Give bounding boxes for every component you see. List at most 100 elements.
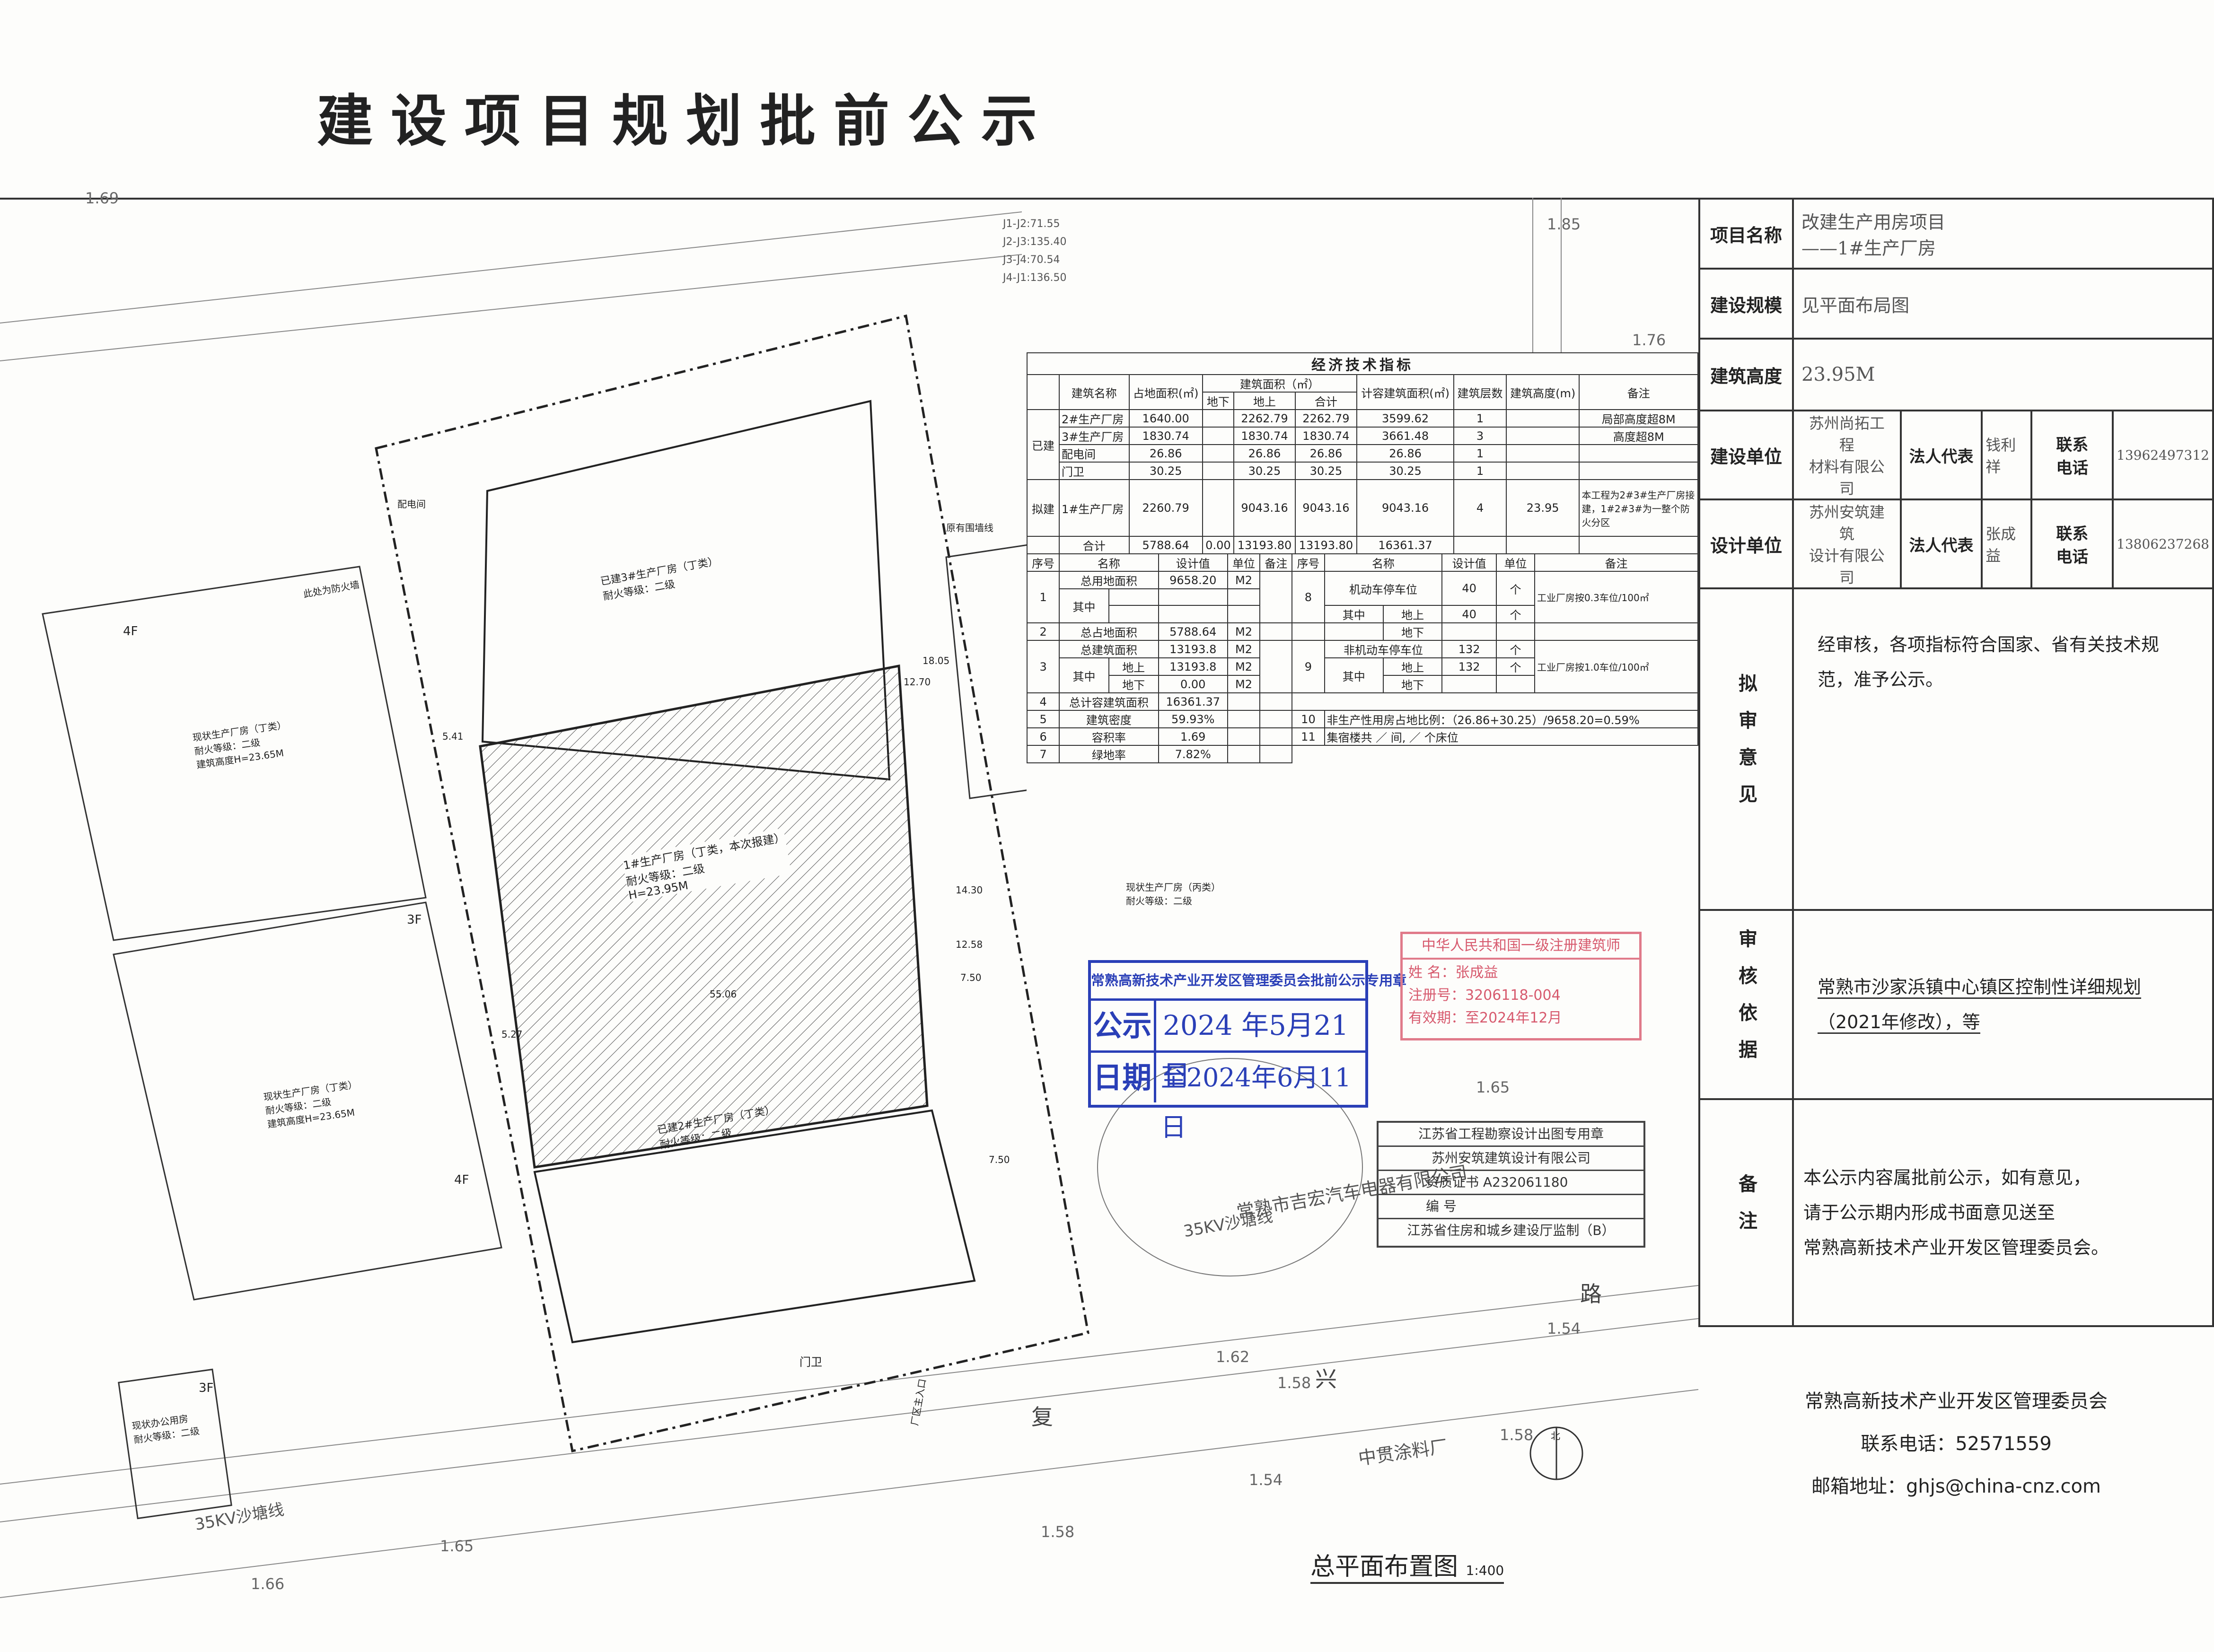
table-cell: 5788.64	[1158, 622, 1228, 641]
label-north: 北	[1551, 1430, 1560, 1442]
table-cell: 建筑名称	[1059, 374, 1130, 410]
table-row: 备注 本公示内容属批前公示，如有意见， 请于公示期内形成书面意见送至 常熟高新技…	[1698, 1098, 2214, 1327]
table-cell: 法人代表	[1899, 498, 1983, 589]
footer-org: 常熟高新技术产业开发区管理委员会	[1805, 1390, 2108, 1412]
table-cell: 本工程为2#3#生产厂房接建，1#2#3#为一整个防火分区	[1579, 479, 1698, 537]
table-cell: 备注	[1259, 553, 1293, 572]
table-cell: 132	[1441, 640, 1497, 658]
table-cell: 总计容建筑面积	[1059, 692, 1159, 711]
table-cell	[1259, 571, 1293, 623]
table-cell: 0.00	[1158, 675, 1228, 693]
table-cell: 26.86	[1128, 444, 1203, 463]
table-cell: 132	[1441, 657, 1497, 676]
table-cell: 备注	[1698, 1098, 1794, 1327]
table-cell: 拟建	[1027, 479, 1060, 537]
top-frame-line	[0, 198, 2214, 200]
table-cell	[1202, 462, 1235, 480]
table-cell: 总建筑面积	[1059, 640, 1159, 658]
table-cell	[1259, 640, 1293, 693]
table-cell: 1	[1026, 571, 1060, 623]
elevation-mark: 1.76	[1632, 331, 1666, 349]
table-row: 序号名称设计值单位备注 序号名称设计值单位备注	[1026, 553, 1698, 572]
dimension-label: 5.27	[501, 1029, 523, 1040]
label-4f-a: 4F	[123, 624, 138, 638]
table-cell: 3	[1026, 640, 1060, 693]
table-cell: 总占地面积	[1059, 622, 1159, 641]
table-cell: 23.95M	[1792, 338, 2214, 411]
table-cell: 2262.79	[1294, 409, 1357, 428]
page-title: 建设项目规划批前公示	[316, 88, 1055, 154]
table-cell	[1259, 745, 1293, 763]
table-cell: 审核依据	[1698, 909, 1794, 1100]
table-cell: 3599.62	[1356, 409, 1455, 428]
table-cell	[1202, 444, 1235, 463]
table-cell	[1227, 692, 1261, 711]
dimension-label: 7.50	[960, 972, 982, 983]
table-cell	[1227, 588, 1261, 606]
table-cell: 联系电话	[2030, 410, 2114, 500]
table-row: 项目名称 改建生产用房项目——1#生产厂房	[1698, 198, 2214, 270]
table-cell: 地上	[1382, 605, 1443, 623]
table-cell: 11	[1292, 727, 1325, 746]
table-cell: 法人代表	[1899, 410, 1983, 500]
table-cell: 26.86	[1356, 444, 1455, 463]
table-cell: 7.82%	[1158, 745, 1228, 763]
table-cell: 建筑层数	[1453, 374, 1507, 410]
table-cell: 13193.80	[1294, 536, 1357, 554]
table-cell: 备注	[1534, 553, 1698, 572]
table-cell: 建设规模	[1698, 268, 1794, 340]
table-cell	[1495, 622, 1536, 641]
table-cell: 名称	[1324, 553, 1443, 572]
table-cell: 合计	[1294, 392, 1357, 410]
table-cell: 张成益	[1981, 498, 2033, 589]
table-cell	[1108, 588, 1159, 606]
table-cell: 非生产性用房占地比例：（26.86+30.25）/9658.20=0.59%	[1324, 710, 1699, 728]
table-cell: 1830.74	[1294, 427, 1357, 445]
table-cell: 设计单位	[1698, 498, 1794, 589]
table-cell: 高度超8M	[1579, 427, 1698, 445]
table-cell: 30.25	[1128, 462, 1203, 480]
table-cell: 10	[1292, 710, 1325, 728]
table-cell: 30.25	[1356, 462, 1455, 480]
table-cell: 1830.74	[1128, 427, 1203, 445]
table-cell: 机动车停车位	[1324, 571, 1443, 606]
table-cell: 本公示内容属批前公示，如有意见， 请于公示期内形成书面意见送至 常熟高新技术产业…	[1792, 1098, 2214, 1327]
table-cell	[1292, 692, 1698, 711]
table-cell: 建筑高度	[1698, 338, 1794, 411]
elevation-mark: 1.58	[1041, 1523, 1075, 1541]
table-cell: 4	[1026, 692, 1060, 711]
table-row: 其中	[1027, 588, 1698, 623]
table-cell: 建筑密度	[1059, 710, 1159, 728]
elevation-mark: 1.85	[1547, 215, 1581, 233]
dimension-label: 18.05	[922, 655, 950, 666]
table-cell: 门卫	[1059, 462, 1130, 480]
table-cell: 8	[1292, 571, 1325, 623]
table-cell: 个	[1495, 605, 1536, 623]
table-cell	[1495, 675, 1536, 693]
table-cell	[1505, 409, 1580, 428]
table-cell: 5788.64	[1128, 536, 1203, 554]
table-cell	[1505, 462, 1580, 480]
table-row: 建设规模 见平面布局图	[1698, 268, 2214, 340]
label-3f-a: 3F	[407, 913, 422, 927]
table-cell: 30.25	[1294, 462, 1357, 480]
table-cell: 拟审意见	[1698, 587, 1794, 911]
table-cell: 个	[1495, 657, 1536, 676]
table-cell: 联系电话	[2030, 498, 2114, 589]
table-cell: 1	[1453, 409, 1507, 428]
label-road-xing: 兴	[1315, 1366, 1337, 1392]
table-cell: M2	[1227, 622, 1261, 641]
table-cell: 局部高度超8M	[1579, 409, 1698, 428]
elevation-mark: 1.62	[1216, 1348, 1250, 1366]
table-cell: 配电间	[1059, 444, 1130, 463]
table-cell: 地下	[1382, 675, 1443, 693]
footer-phone: 联系电话：52571559	[1861, 1433, 2052, 1455]
table-cell: 占地面积(㎡)	[1128, 374, 1203, 410]
publicity-stamp: 常熟高新技术产业开发区管理委员会批前公示专用章 公示 2024 年5月21日 日…	[1088, 960, 1406, 1142]
